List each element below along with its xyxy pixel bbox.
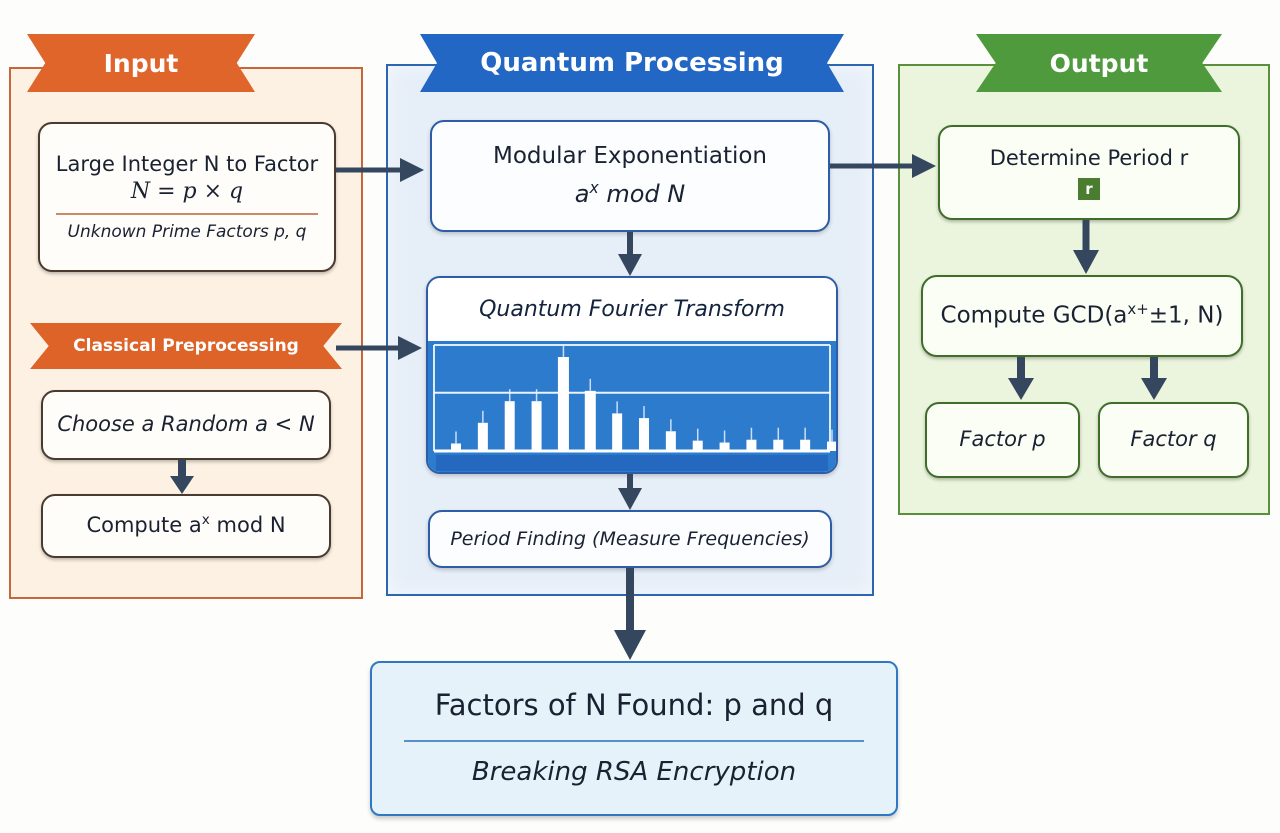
large-integer-box: Large Integer N to Factor N = p × q Unkn… — [38, 122, 336, 272]
arrow-down-icon — [170, 460, 194, 494]
qft-box: Quantum Fourier Transform — [426, 276, 838, 474]
qft-bar — [612, 413, 623, 451]
arrow-right-icon — [336, 336, 422, 360]
qft-bar — [584, 390, 596, 451]
result-subtitle: Breaking RSA Encryption — [471, 757, 797, 788]
classical-preprocessing-ribbon: Classical Preprocessing — [30, 323, 342, 369]
factor-p-box: Factor p — [925, 402, 1080, 478]
qft-bar — [504, 400, 515, 451]
period-finding-box: Period Finding (Measure Frequencies) — [428, 510, 832, 568]
qft-bar — [719, 442, 730, 451]
arrow-down-icon — [1073, 220, 1099, 274]
qft-chart — [428, 340, 836, 472]
n-equals-pq-formula: N = p × q — [130, 179, 244, 205]
period-finding-text: Period Finding (Measure Frequencies) — [450, 527, 810, 550]
modular-exponentiation-title: Modular Exponentiation — [492, 142, 768, 169]
qft-bar — [773, 439, 784, 451]
modular-exponentiation-box: Modular Exponentiation ax mod N — [430, 120, 830, 232]
arrow-down-icon — [1141, 357, 1167, 400]
choose-random-text: Choose a Random a < N — [57, 412, 315, 437]
unknown-factors-text: Unknown Prime Factors p, q — [67, 221, 307, 242]
compute-modexp-text: Compute ax mod N — [86, 512, 286, 538]
qft-bar — [692, 440, 703, 451]
arrow-right-icon — [336, 158, 424, 182]
arrow-down-icon — [614, 568, 646, 660]
arrow-right-icon — [830, 154, 936, 178]
compute-gcd-box: Compute GCD(ax+±1, N) — [921, 275, 1243, 357]
qft-bar — [800, 439, 811, 451]
compute-modexp-box: Compute ax mod N — [41, 494, 331, 558]
qft-bar — [557, 356, 569, 451]
quantum-processing-ribbon: Quantum Processing — [420, 34, 844, 92]
arrow-down-icon — [618, 474, 642, 510]
arrow-down-icon — [1008, 357, 1034, 400]
modexp-formula: ax mod N — [574, 178, 686, 208]
qft-bar — [746, 439, 757, 451]
qft-chart-svg — [433, 343, 836, 472]
qft-bar — [451, 443, 461, 451]
divider — [56, 212, 318, 215]
large-integer-title: Large Integer N to Factor — [55, 152, 319, 176]
determine-period-box: Determine Period r r — [938, 125, 1240, 220]
factor-q-box: Factor q — [1098, 402, 1249, 478]
qft-bar — [665, 430, 676, 451]
qft-bar — [639, 417, 649, 451]
chart-axis-strip — [436, 454, 828, 471]
output-ribbon: Output — [976, 34, 1222, 92]
divider — [404, 740, 864, 743]
qft-title: Quantum Fourier Transform — [428, 278, 836, 341]
factor-p-text: Factor p — [959, 427, 1046, 452]
qft-bar — [531, 400, 542, 451]
compute-gcd-text: Compute GCD(ax+±1, N) — [940, 300, 1224, 329]
qft-bar — [477, 422, 488, 451]
choose-random-box: Choose a Random a < N — [41, 390, 331, 460]
qft-bar — [827, 441, 836, 451]
result-title: Factors of N Found: p and q — [434, 687, 834, 722]
factor-q-text: Factor q — [1130, 427, 1217, 452]
result-box: Factors of N Found: p and q Breaking RSA… — [370, 661, 898, 816]
input-ribbon: Input — [27, 34, 255, 92]
determine-period-text: Determine Period r — [989, 145, 1189, 170]
arrow-down-icon — [618, 232, 642, 276]
period-r-badge: r — [1078, 178, 1100, 201]
